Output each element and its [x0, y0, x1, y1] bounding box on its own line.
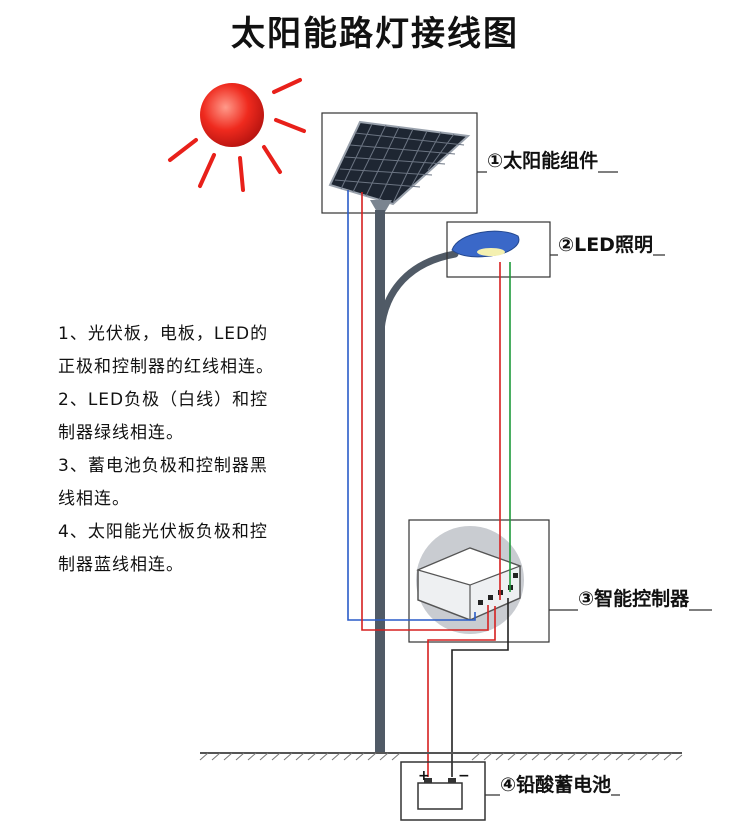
- battery-positive-sign: +: [418, 768, 430, 784]
- controller-icon: [416, 526, 524, 634]
- lamp-pole: [375, 210, 385, 753]
- battery-pit: [400, 761, 486, 821]
- leader-lines: [477, 171, 712, 796]
- controller-label: ③智能控制器: [578, 584, 690, 611]
- wire-black-battery: [451, 598, 509, 777]
- solar-panel-icon: [328, 120, 471, 206]
- battery-negative-sign: −: [458, 768, 470, 784]
- note-line: 2、LED负极（白线）和控: [58, 390, 269, 410]
- battery-icon: [417, 778, 463, 810]
- sun-icon: [168, 78, 306, 192]
- led-lamp-icon: [451, 230, 520, 258]
- note-line: 线相连。: [58, 489, 130, 509]
- led-light-label: ②LED照明: [558, 230, 653, 257]
- wire-red-battery: [427, 606, 496, 777]
- lamp-arm: [377, 250, 459, 334]
- diagram-title: 太阳能路灯接线图: [231, 14, 519, 54]
- note-line: 制器绿线相连。: [58, 423, 184, 443]
- note-line: 4、太阳能光伏板负极和控: [58, 522, 268, 542]
- wiring-notes: 1、光伏板，电板，LED的 正极和控制器的红线相连。 2、LED负极（白线）和控…: [58, 318, 328, 582]
- note-line: 制器蓝线相连。: [58, 555, 184, 575]
- controller-box: [408, 519, 550, 643]
- solar-panel-label: ①太阳能组件: [487, 146, 599, 173]
- led-box: [446, 221, 551, 278]
- wire-blue: [347, 190, 476, 621]
- ground: [199, 752, 683, 761]
- note-line: 正极和控制器的红线相连。: [58, 357, 274, 377]
- note-line: 3、蓄电池负极和控制器黑: [58, 456, 268, 476]
- panel-bracket: [370, 200, 392, 212]
- battery-label: ④铅酸蓄电池: [500, 770, 612, 797]
- wires: [347, 190, 511, 777]
- solar-panel-box: [321, 112, 478, 214]
- wire-red-panel: [361, 192, 489, 631]
- note-line: 1、光伏板，电板，LED的: [58, 324, 269, 344]
